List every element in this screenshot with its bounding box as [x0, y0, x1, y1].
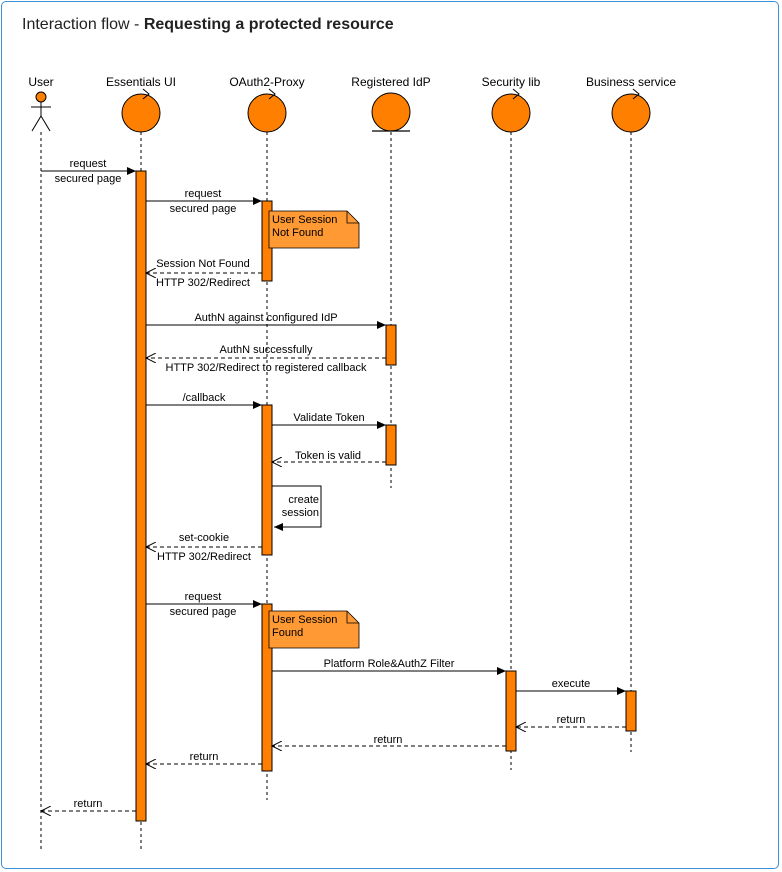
message-label: Token is valid — [295, 450, 361, 462]
message-label: Validate Token — [293, 412, 364, 424]
activation-bar-proxy — [261, 404, 273, 556]
participant-label-biz: Business service — [586, 75, 676, 89]
diagram-title: Interaction flow - Requesting a protecte… — [22, 16, 394, 34]
control-icon — [247, 88, 287, 133]
control-icon — [611, 88, 651, 133]
message-label: request — [185, 591, 222, 603]
message-arrow: execute — [516, 678, 626, 695]
message-label: request — [70, 158, 107, 170]
message-return-arrow: Token is valid — [272, 450, 386, 462]
message-label: HTTP 302/Redirect to registered callback — [166, 362, 367, 374]
message-return-arrow: return — [146, 751, 262, 764]
message-label: return — [190, 751, 219, 763]
message-arrow: request secured page — [146, 188, 262, 215]
participant-label-sec: Security lib — [482, 75, 541, 89]
note-text: User Session — [272, 214, 337, 226]
entity-icon — [371, 92, 411, 132]
actor-icon — [31, 91, 51, 132]
note-box — [268, 210, 360, 249]
participant-label-idp: Registered IdP — [351, 75, 430, 89]
title-main: Requesting a protected resource — [143, 16, 394, 33]
note-text: Not Found — [272, 227, 323, 239]
message-label: /callback — [183, 392, 226, 404]
activation-bar-sec — [505, 670, 517, 752]
note-box — [268, 610, 360, 649]
participant-label-proxy: OAuth2-Proxy — [229, 75, 304, 89]
note-text: User Session — [272, 614, 337, 626]
message-return-arrow: return — [272, 734, 506, 746]
message-label: secured page — [170, 606, 237, 618]
message-return-arrow: return — [41, 798, 136, 811]
participant-label-user: User — [28, 75, 53, 89]
note-fold — [346, 611, 359, 624]
activation-bar-idp — [385, 324, 397, 366]
message-label: AuthN successfully — [220, 344, 313, 356]
note-text: Found — [272, 627, 303, 639]
message-label: session — [282, 507, 319, 519]
activation-bar-ui — [135, 170, 147, 822]
message-label: secured page — [170, 203, 237, 215]
message-label: secured page — [55, 173, 122, 185]
message-arrow: /callback — [146, 392, 262, 409]
message-label: set-cookie — [179, 532, 229, 544]
control-icon — [121, 88, 161, 133]
message-label: HTTP 302/Redirect — [156, 277, 250, 289]
message-label: return — [374, 734, 403, 746]
control-icon — [491, 88, 531, 133]
message-arrow: request secured page — [146, 591, 262, 618]
message-label: request — [185, 188, 222, 200]
message-arrow: AuthN against configured IdP — [146, 312, 386, 329]
message-label: AuthN against configured IdP — [194, 312, 337, 324]
message-label: Platform Role&AuthZ Filter — [324, 658, 455, 670]
activation-bar-idp — [385, 424, 397, 466]
message-label: execute — [552, 678, 591, 690]
message-arrow: Platform Role&AuthZ Filter — [272, 658, 506, 675]
message-label: HTTP 302/Redirect — [157, 551, 251, 563]
participant-label-ui: Essentials UI — [106, 75, 176, 89]
note-fold — [346, 211, 359, 224]
message-label: return — [557, 714, 586, 726]
activation-bar-biz — [625, 690, 637, 732]
message-label: Session Not Found — [156, 258, 250, 270]
message-arrow: request secured page — [41, 158, 136, 185]
message-return-arrow: return — [516, 714, 626, 727]
activation-bar-proxy — [261, 603, 273, 772]
title-prefix: Interaction flow - — [22, 16, 144, 33]
message-label: return — [74, 798, 103, 810]
message-label: create — [288, 494, 319, 506]
message-arrow: Validate Token — [272, 412, 386, 429]
